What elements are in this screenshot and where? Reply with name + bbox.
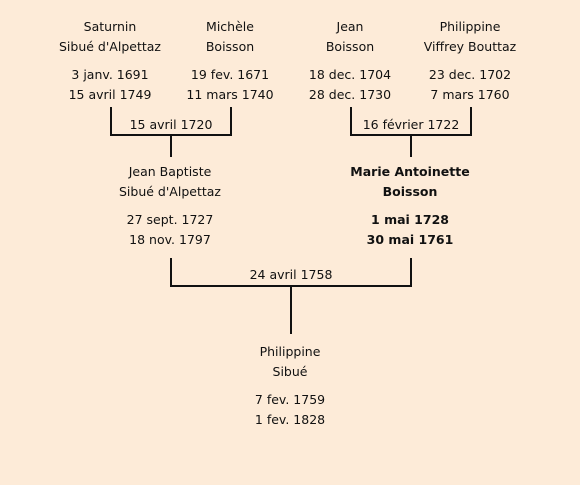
- person-dates: 18 dec. 1704 28 dec. 1730: [280, 65, 420, 105]
- birth-date: 18 dec. 1704: [308, 67, 392, 82]
- person-dates: 7 fev. 1759 1 fev. 1828: [220, 390, 360, 430]
- connector-line: [410, 136, 412, 157]
- marriage-date: 24 avril 1758: [249, 267, 333, 282]
- person-dates: 27 sept. 1727 18 nov. 1797: [100, 210, 240, 250]
- person-philippine-sibue[interactable]: Philippine Sibué 7 fev. 1759 1 fev. 1828: [220, 342, 360, 430]
- person-last-name: Sibué: [272, 364, 308, 379]
- death-date: 1 fev. 1828: [254, 412, 326, 427]
- person-last-name: Viffrey Bouttaz: [423, 39, 517, 54]
- connector-line: [350, 107, 352, 136]
- connector-line: [110, 107, 112, 136]
- birth-date: 1 mai 1728: [371, 212, 449, 227]
- person-first-name: Marie Antoinette: [350, 164, 470, 179]
- marriage-date: 15 avril 1720: [129, 117, 213, 132]
- person-marie-antoinette[interactable]: Marie Antoinette Boisson 1 mai 1728 30 m…: [340, 162, 480, 250]
- person-first-name: Jean Baptiste: [128, 164, 212, 179]
- person-last-name: Sibué d'Alpettaz: [59, 39, 161, 54]
- birth-date: 19 fev. 1671: [190, 67, 270, 82]
- person-jean-baptiste[interactable]: Jean Baptiste Sibué d'Alpettaz 27 sept. …: [100, 162, 240, 250]
- person-philippine-viffrey[interactable]: Philippine Viffrey Bouttaz 23 dec. 1702 …: [400, 17, 540, 105]
- death-date: 18 nov. 1797: [129, 232, 211, 247]
- connector-line: [170, 258, 172, 287]
- person-last-name: Sibué d'Alpettaz: [119, 184, 221, 199]
- birth-date: 3 janv. 1691: [71, 67, 149, 82]
- person-dates: 23 dec. 1702 7 mars 1760: [400, 65, 540, 105]
- connector-line: [410, 258, 412, 287]
- birth-date: 23 dec. 1702: [428, 67, 512, 82]
- connector-line: [170, 285, 412, 287]
- person-first-name: Philippine: [259, 344, 321, 359]
- person-last-name: Boisson: [205, 39, 255, 54]
- birth-date: 7 fev. 1759: [254, 392, 326, 407]
- person-michele[interactable]: Michèle Boisson 19 fev. 1671 11 mars 174…: [160, 17, 300, 105]
- person-jean[interactable]: Jean Boisson 18 dec. 1704 28 dec. 1730: [280, 17, 420, 105]
- marriage-date: 16 février 1722: [362, 117, 460, 132]
- death-date: 28 dec. 1730: [308, 87, 392, 102]
- death-date: 11 mars 1740: [186, 87, 274, 102]
- death-date: 30 mai 1761: [366, 232, 454, 247]
- connector-line: [230, 107, 232, 136]
- connector-line: [470, 107, 472, 136]
- death-date: 7 mars 1760: [430, 87, 510, 102]
- death-date: 15 avril 1749: [68, 87, 152, 102]
- person-first-name: Philippine: [439, 19, 501, 34]
- person-dates: 1 mai 1728 30 mai 1761: [340, 210, 480, 250]
- connector-line: [170, 136, 172, 157]
- person-dates: 3 janv. 1691 15 avril 1749: [40, 65, 180, 105]
- person-first-name: Michèle: [206, 19, 254, 34]
- connector-line: [110, 134, 232, 136]
- person-first-name: Saturnin: [83, 19, 137, 34]
- person-last-name: Boisson: [382, 184, 438, 199]
- connector-line: [290, 287, 292, 334]
- person-saturnin[interactable]: Saturnin Sibué d'Alpettaz 3 janv. 1691 1…: [40, 17, 180, 105]
- connector-line: [350, 134, 472, 136]
- person-first-name: Jean: [336, 19, 364, 34]
- birth-date: 27 sept. 1727: [126, 212, 214, 227]
- person-last-name: Boisson: [325, 39, 375, 54]
- person-dates: 19 fev. 1671 11 mars 1740: [160, 65, 300, 105]
